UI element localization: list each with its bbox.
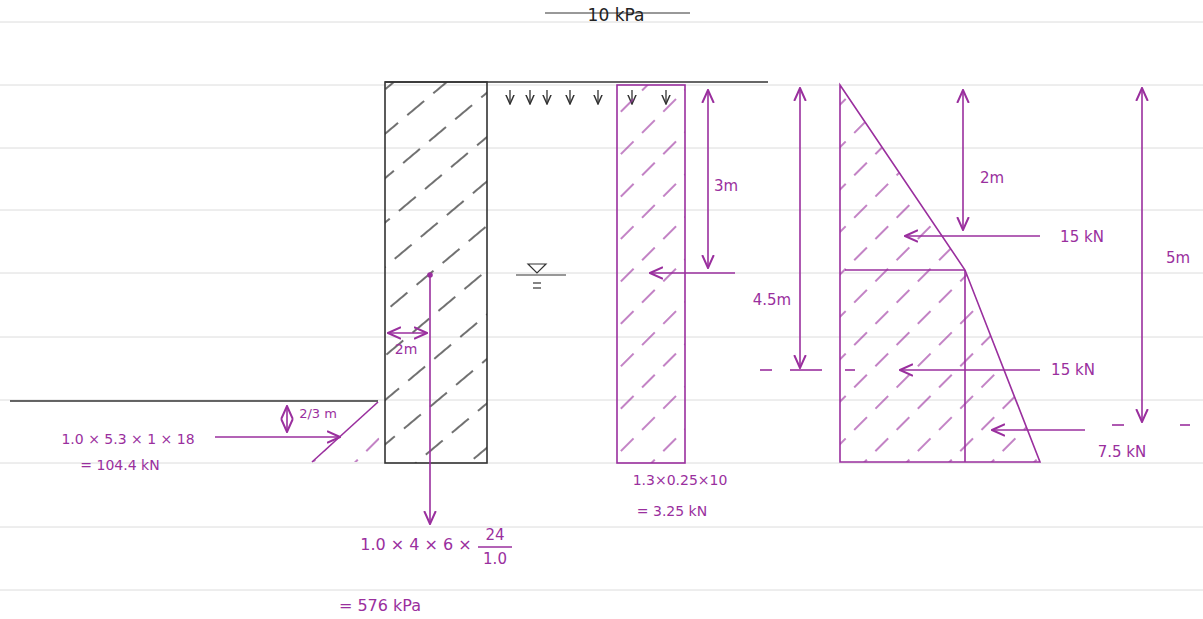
dimension-label: 5m bbox=[1166, 250, 1190, 267]
load-value: 10 kPa bbox=[588, 6, 645, 25]
calculation-result: = 576 kPa bbox=[339, 597, 421, 615]
calculation-note: 24 bbox=[485, 527, 504, 544]
force-label: 7.5 kN bbox=[1098, 444, 1147, 461]
dimension-label: 4.5m bbox=[753, 292, 791, 309]
calculation-note: 1.3×0.25×10 bbox=[633, 473, 728, 488]
calculation-result: = 3.25 kN bbox=[637, 504, 707, 519]
dimension-label: 3m bbox=[714, 178, 738, 195]
dimension-label: 2/3 m bbox=[299, 407, 337, 421]
force-label: 15 kN bbox=[1051, 362, 1095, 379]
calculation-note: 1.0 × 4 × 6 × bbox=[360, 536, 471, 554]
dimension-label: 2m bbox=[980, 170, 1004, 187]
calculation-result: = 104.4 kN bbox=[80, 458, 159, 473]
calculation-note: 1.0 bbox=[483, 551, 507, 568]
force-label: 15 kN bbox=[1060, 229, 1104, 246]
dimension-label: 2m bbox=[395, 342, 418, 357]
calculation-note: 1.0 × 5.3 × 1 × 18 bbox=[61, 432, 194, 447]
